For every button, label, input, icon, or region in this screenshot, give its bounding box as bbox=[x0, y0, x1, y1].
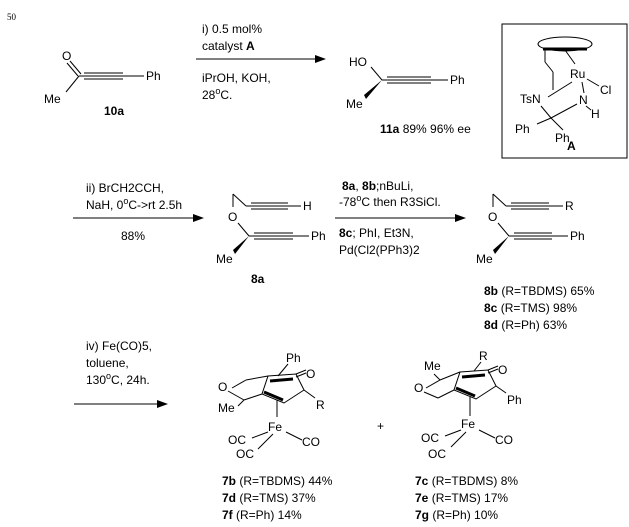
atom-o: O bbox=[218, 380, 227, 394]
step-i-line2: catalyst A bbox=[202, 39, 255, 53]
atom-h: H bbox=[591, 107, 600, 121]
product-7b: 7b (R=TBDMS) 44% bbox=[222, 474, 333, 488]
label-10a: 10a bbox=[104, 104, 124, 118]
structure-11a: HO Me Ph 11a 89% 96% ee bbox=[346, 55, 471, 136]
structure-8bcd: R O Me Ph bbox=[476, 193, 585, 266]
atom-o: O bbox=[498, 363, 507, 377]
step-ii-line2: NaH, 0oC->rt 2.5h bbox=[86, 196, 182, 212]
atom-me: Me bbox=[44, 92, 61, 106]
products-7-right-list: 7c (R=TBDMS) 8% 7e (R=TMS) 17% 7g (R=Ph)… bbox=[415, 474, 518, 522]
step-iv-line3: 130oC, 24h. bbox=[86, 371, 150, 387]
step-ii-yield: 88% bbox=[121, 229, 145, 243]
atom-r: R bbox=[565, 199, 574, 213]
structure-8a: H O Me Ph 8a bbox=[216, 193, 326, 286]
step-iv: iv) Fe(CO)5, toluene, 130oC, 24h. bbox=[74, 339, 168, 408]
atom-o: O bbox=[62, 49, 71, 63]
atom-ho: HO bbox=[349, 55, 367, 69]
atom-oc: OC bbox=[421, 431, 439, 445]
label-11a: 11a 89% 96% ee bbox=[380, 122, 471, 136]
atom-cl: Cl bbox=[600, 83, 611, 97]
atom-ph: Ph bbox=[311, 229, 326, 243]
atom-ph: Ph bbox=[146, 69, 161, 83]
structure-7-right: O R Ph Me O Fe OC OC CO bbox=[414, 349, 522, 461]
label-8a: 8a bbox=[251, 272, 265, 286]
product-7g: 7g (R=Ph) 10% bbox=[415, 508, 498, 522]
atom-ph: Ph bbox=[555, 131, 570, 145]
atom-o: O bbox=[488, 210, 497, 224]
atom-h: H bbox=[303, 199, 312, 213]
products-8-list: 8b (R=TBDMS) 65% 8c (R=TMS) 98% 8d (R=Ph… bbox=[484, 284, 595, 332]
product-7f: 7f (R=Ph) 14% bbox=[222, 508, 302, 522]
atom-oc: OC bbox=[428, 447, 446, 461]
product-7d: 7d (R=TMS) 37% bbox=[222, 491, 316, 505]
atom-oc: OC bbox=[228, 433, 246, 447]
atom-co: CO bbox=[302, 435, 320, 449]
atom-r: R bbox=[316, 398, 325, 412]
structure-10a: O Me Ph 10a bbox=[44, 49, 161, 118]
atom-r: R bbox=[479, 349, 488, 363]
step-i-line4: 28oC. bbox=[202, 86, 232, 102]
atom-ph: Ph bbox=[286, 351, 301, 365]
atom-n: N bbox=[579, 93, 588, 107]
atom-me: Me bbox=[476, 252, 493, 266]
step-iii-line2: -78oC then R3SiCl. bbox=[339, 193, 441, 209]
atom-ph: Ph bbox=[507, 393, 522, 407]
atom-ph: Ph bbox=[450, 73, 465, 87]
step-i-line3: iPrOH, KOH, bbox=[202, 71, 271, 85]
atom-o: O bbox=[414, 381, 423, 395]
product-7e: 7e (R=TMS) 17% bbox=[415, 491, 508, 505]
product-8b: 8b (R=TBDMS) 65% bbox=[484, 284, 595, 298]
step-ii: ii) BrCH2CCH, NaH, 0oC->rt 2.5h 88% bbox=[73, 181, 204, 243]
step-iv-line2: toluene, bbox=[86, 356, 129, 370]
step-i-line1: i) 0.5 mol% bbox=[202, 22, 262, 36]
atom-fe: Fe bbox=[461, 417, 475, 431]
product-8c: 8c (R=TMS) 98% bbox=[484, 301, 577, 315]
atom-tsn: TsN bbox=[520, 92, 541, 106]
product-7c: 7c (R=TBDMS) 8% bbox=[415, 474, 518, 488]
catalyst-a-box: Ru Cl TsN N H Ph Ph A bbox=[501, 23, 628, 159]
atom-fe: Fe bbox=[268, 420, 282, 434]
catalyst-label-a: A bbox=[567, 139, 576, 153]
step-iii-line3: 8c; PhI, Et3N, bbox=[339, 226, 414, 240]
step-i: i) 0.5 mol% catalyst A iPrOH, KOH, 28oC. bbox=[196, 22, 326, 102]
atom-me: Me bbox=[346, 97, 363, 111]
structure-7-left: O Ph R O Me Fe OC OC CO bbox=[218, 351, 325, 461]
atom-ru: Ru bbox=[570, 67, 585, 81]
step-iii-line4: Pd(Cl2(PPh3)2 bbox=[339, 243, 420, 257]
step-iv-line1: iv) Fe(CO)5, bbox=[86, 339, 152, 353]
atom-ph: Ph bbox=[570, 229, 585, 243]
step-ii-line1: ii) BrCH2CCH, bbox=[86, 181, 164, 195]
atom-o: O bbox=[306, 367, 315, 381]
atom-co: CO bbox=[495, 433, 513, 447]
atom-me: Me bbox=[218, 401, 235, 415]
atom-oc: OC bbox=[236, 447, 254, 461]
step-iii-line1-text: 8a, 8b;nBuLi, bbox=[342, 179, 413, 193]
page-number: 50 bbox=[7, 12, 17, 22]
plus-sign: + bbox=[377, 419, 384, 433]
atom-ph: Ph bbox=[515, 122, 530, 136]
step-iii: 8a, 8b;nBuLi, -78oC then R3SiCl. 8c; PhI… bbox=[335, 179, 466, 257]
atom-me: Me bbox=[216, 252, 233, 266]
products-7-left-list: 7b (R=TBDMS) 44% 7d (R=TMS) 37% 7f (R=Ph… bbox=[222, 474, 333, 522]
atom-me: Me bbox=[424, 359, 441, 373]
product-8d: 8d (R=Ph) 63% bbox=[484, 318, 567, 332]
atom-o: O bbox=[228, 210, 237, 224]
